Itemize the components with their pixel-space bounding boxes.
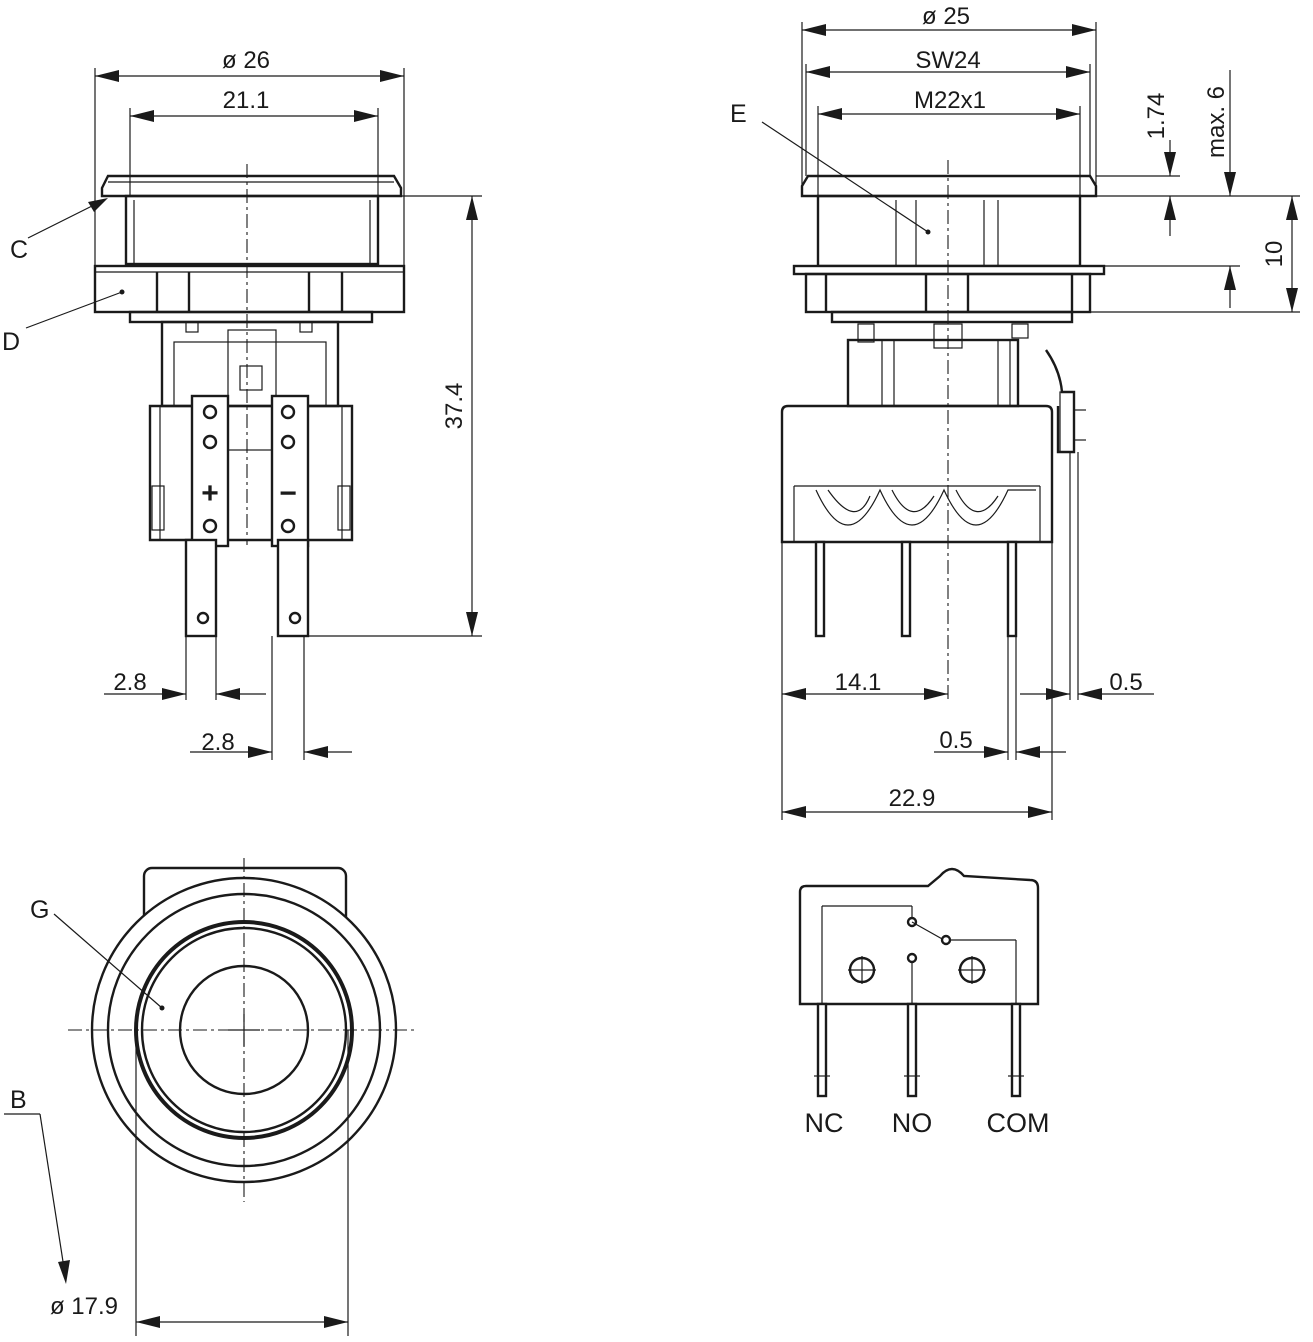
switch-schematic: NC NO COM — [798, 867, 1050, 1138]
top-view: ø 17.9 G B — [4, 858, 416, 1336]
polarity-minus: − — [279, 477, 297, 510]
side-pin-com — [1006, 540, 1018, 638]
label-e: E — [730, 100, 747, 128]
side-pin-nc — [814, 540, 826, 638]
side-view: ø 25 SW24 M22x1 1.74 max. 6 10 — [730, 3, 1300, 820]
front-cap — [100, 174, 403, 198]
pin-label-nc: NC — [805, 1108, 844, 1138]
front-terminal-right — [276, 538, 310, 638]
dim-0-5-left: 0.5 — [939, 727, 972, 754]
side-flange — [792, 264, 1106, 276]
dim-10: 10 — [1261, 241, 1288, 268]
front-switch-housing — [148, 404, 354, 542]
pin-label-no: NO — [892, 1108, 933, 1138]
dim-14-1: 14.1 — [835, 669, 882, 696]
schematic-pin-com — [1010, 1002, 1022, 1098]
schematic-pin-nc — [816, 1002, 828, 1098]
label-b: B — [10, 1086, 27, 1114]
dim-37-4: 37.4 — [441, 383, 468, 430]
side-pin-no — [900, 540, 912, 638]
dim-1-74: 1.74 — [1143, 93, 1170, 140]
schematic-body — [798, 867, 1040, 1006]
dim-diameter-17-9: ø 17.9 — [50, 1293, 118, 1320]
schematic-pin-no — [906, 1002, 918, 1098]
dim-m22x1: M22x1 — [914, 87, 986, 114]
front-terminal-left — [184, 538, 218, 638]
dim-0-5-right: 0.5 — [1109, 669, 1142, 696]
dim-max-6: max. 6 — [1203, 86, 1230, 158]
dim-2-8-width: 2.8 — [113, 669, 146, 696]
front-nut — [93, 264, 406, 314]
side-lens-body — [816, 194, 1082, 268]
label-g: G — [30, 896, 49, 924]
side-switch-body — [780, 404, 1054, 544]
front-view: + − ø 26 21.1 37.4 — [2, 47, 482, 760]
dim-sw24: SW24 — [915, 47, 980, 74]
dim-diameter-26: ø 26 — [222, 47, 270, 74]
dim-diameter-25: ø 25 — [922, 3, 970, 30]
dim-2-8-pitch: 2.8 — [201, 729, 234, 756]
dim-21-1: 21.1 — [223, 87, 270, 114]
front-lens-body — [124, 194, 380, 266]
side-cap — [800, 174, 1098, 198]
dim-22-9: 22.9 — [889, 785, 936, 812]
pin-label-com: COM — [987, 1108, 1050, 1138]
polarity-plus: + — [201, 477, 219, 510]
label-d: D — [2, 328, 20, 356]
label-c: C — [10, 236, 28, 264]
